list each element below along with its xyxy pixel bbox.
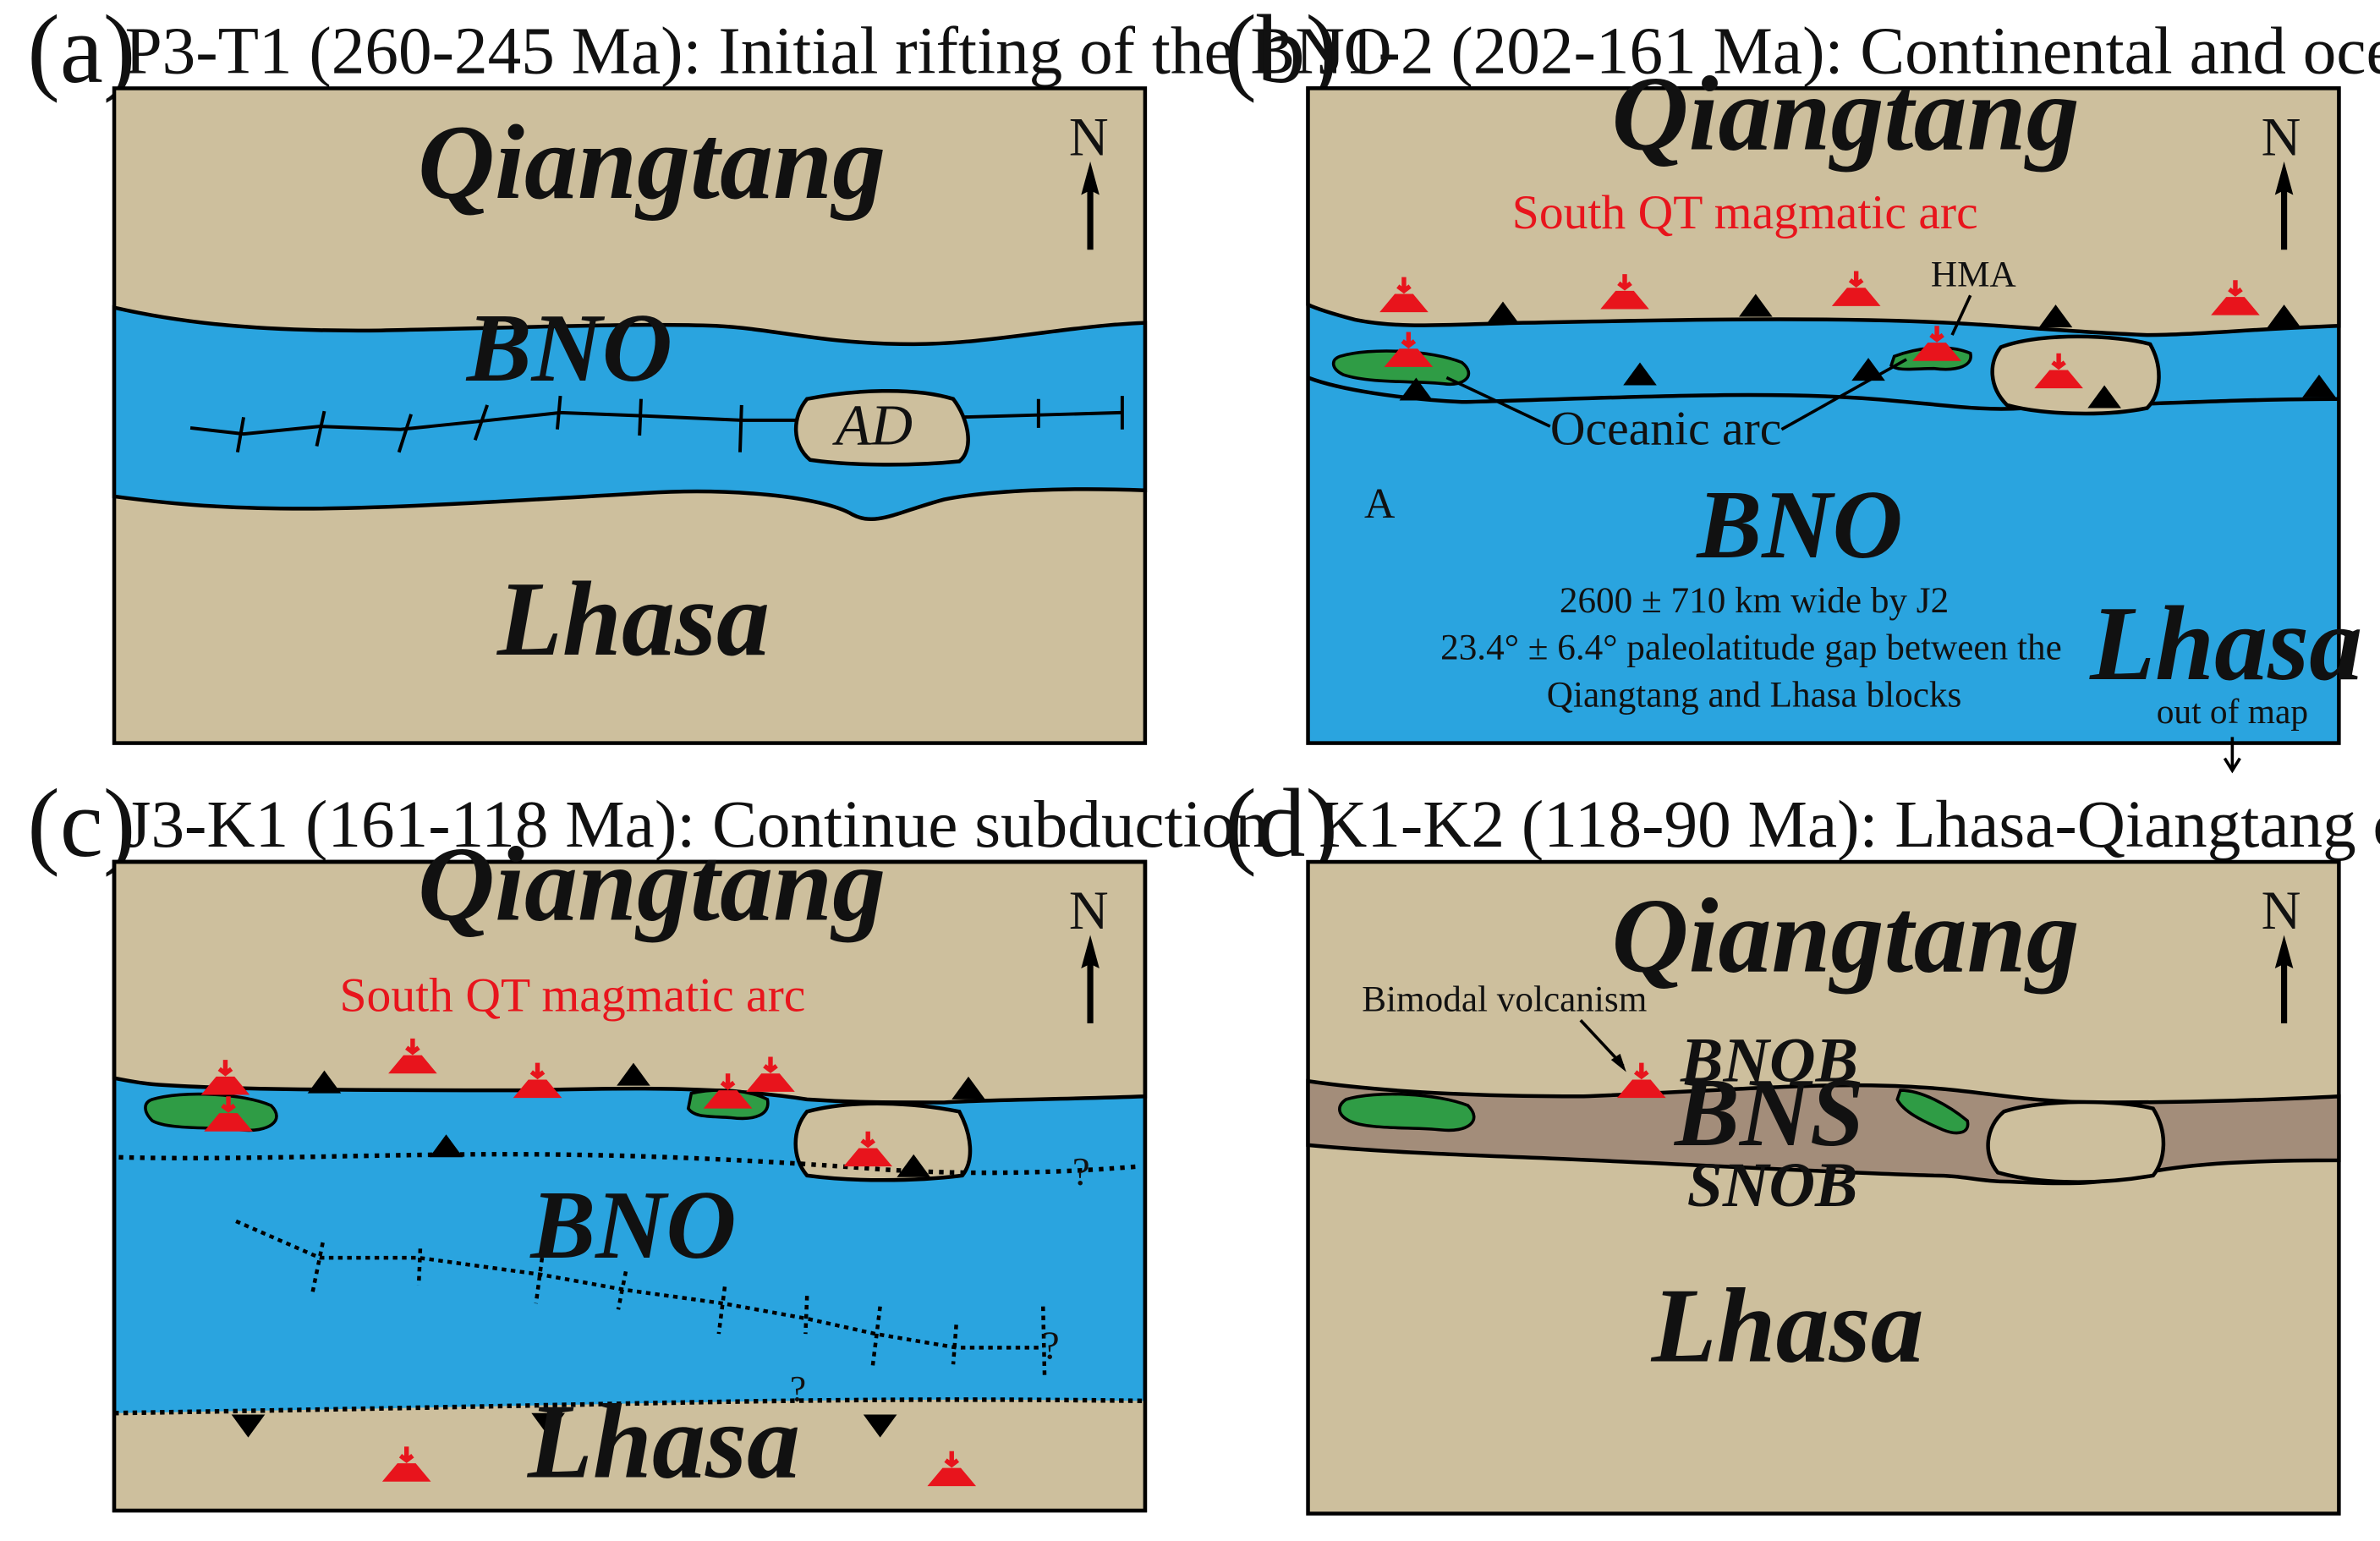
panel-b-note-blocks: Qiangtang and Lhasa blocks <box>1547 675 1962 715</box>
panel-a-ad-block <box>793 389 970 467</box>
panel-c-microblock <box>793 1101 973 1182</box>
panel-d-frame <box>1306 859 2341 1516</box>
panel-d-letter: (d) <box>1225 769 1338 877</box>
panel-d-arc-remnant-right <box>1895 1089 1970 1135</box>
panel-d-arc-remnant-left <box>1338 1092 1476 1132</box>
panel-d-bnob-label: BNOB <box>1680 1025 1858 1095</box>
panel-a-letter: (a) <box>27 0 135 103</box>
panel-d-microblock <box>1986 1100 2166 1184</box>
panel-c-arc-label: South QT magmatic arc <box>339 968 805 1022</box>
panel-b-hma-label: HMA <box>1931 255 2016 294</box>
panel-c-title: J3-K1 (161-118 Ma): Continue subduction <box>125 787 1269 862</box>
panel-c-qiangtang <box>112 859 1148 1105</box>
panel-a-north-letter: N <box>1069 107 1109 168</box>
panel-a-ridge <box>189 395 1124 453</box>
panel-b-south-block: Lhasa <box>2089 585 2362 703</box>
panel-b-north-letter: N <box>2262 107 2301 168</box>
panel-d-volcanism-label: Bimodal volcanism <box>1362 979 1647 1019</box>
panel-c-dotted-boundary <box>118 1151 1139 1176</box>
panel-b-ocean-label: BNO <box>1695 470 1902 579</box>
panel-b-qiangtang <box>1306 86 2341 337</box>
panel-b-title: J1-2 (202-161 Ma): Continental and ocean… <box>1319 14 2380 88</box>
panel-b-a-marker: A <box>1364 480 1396 527</box>
panel-b-microblock <box>1990 334 2161 416</box>
panel-c: (c) J3-K1 (161-118 Ma): Continue subduct… <box>27 769 1269 1513</box>
panel-b-letter: (b) <box>1225 0 1338 103</box>
panel-b-oceanic-arc-label: Oceanic arc <box>1550 403 1781 456</box>
panel-b-note-width: 2600 ± 710 km wide by J2 <box>1560 581 1949 621</box>
panel-d-north-block: Qiangtang <box>1611 878 2079 995</box>
panel-b-out-of-map: out of map <box>2157 692 2308 731</box>
panel-c-north-block: Qiangtang <box>418 825 886 943</box>
panel-b-note-paleolatitude: 23.4° ± 6.4° paleolatitude gap between t… <box>1440 628 2062 668</box>
panel-c-north-letter: N <box>1069 880 1109 941</box>
panel-c-south-block: Lhasa <box>527 1383 800 1500</box>
panel-c-question-mark: ? <box>1042 1324 1060 1368</box>
panel-c-ridge <box>235 1219 1047 1377</box>
panel-c-ocean-label: BNO <box>529 1171 736 1279</box>
panel-c-lhasa-margin <box>113 1397 1145 1416</box>
panel-b: (b) J1-2 (202-161 Ma): Continental and o… <box>1225 0 2380 774</box>
panel-a-title: P3-T1 (260-245 Ma): Initial rifting of t… <box>125 14 1392 88</box>
panel-d-arrowhead-icon <box>1610 1053 1626 1072</box>
panel-d-title: K1-K2 (118-90 Ma): Lhasa-Qiangtang colli… <box>1319 787 2380 862</box>
panel-c-question-mark: ? <box>790 1369 806 1409</box>
panel-b-arc-label: South QT magmatic arc <box>1512 186 1978 239</box>
panel-c-outline <box>112 859 1148 1513</box>
panel-b-down-arrow-icon <box>2223 737 2241 774</box>
panel-d-south-block: Lhasa <box>1651 1268 1924 1385</box>
panel-a-north-block: Qiangtang <box>418 104 886 222</box>
panel-c-question-mark: ? <box>1072 1150 1090 1194</box>
panel-d-north-letter: N <box>2262 880 2301 941</box>
panel-a-ad-label: AD <box>832 393 913 458</box>
panel-b-north-block: Qiangtang <box>1611 55 2079 173</box>
panel-a-ocean-label: BNO <box>465 293 672 402</box>
panel-b-leader-lines <box>1445 294 1972 431</box>
panel-a-south-block: Lhasa <box>496 561 770 678</box>
panel-a: (a) P3-T1 (260-245 Ma): Initial rifting … <box>27 0 1392 745</box>
panel-d: (d) K1-K2 (118-90 Ma): Lhasa-Qiangtang c… <box>1225 769 2380 1516</box>
panel-d-snob-label: SNOB <box>1687 1150 1858 1220</box>
panel-d-bns-label: BNS <box>1673 1058 1864 1166</box>
panel-c-letter: (c) <box>27 769 135 877</box>
